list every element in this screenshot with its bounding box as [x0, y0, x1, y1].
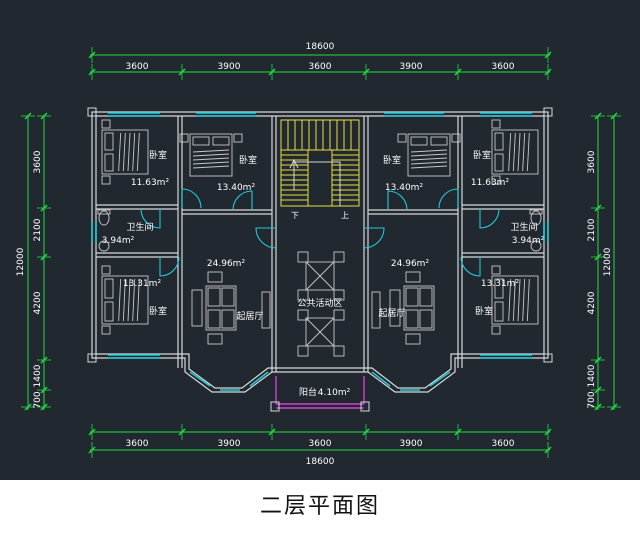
- door-entry-right: [363, 227, 385, 249]
- drawing-background: [0, 0, 640, 480]
- door-entry-left: [255, 227, 277, 249]
- room-area-bath-left: 3.94m²: [102, 236, 135, 246]
- room-name-bedroom-bl: 卧室: [149, 305, 167, 317]
- room-area-living-right: 24.96m²: [391, 259, 430, 269]
- dim-top-seg-4: 3900: [400, 62, 423, 72]
- room-area-bath-right: 3.94m²: [512, 236, 545, 246]
- dim-right-seg-1: 3600: [587, 150, 597, 173]
- bed-icon: [101, 119, 149, 185]
- room-name-bath-left: 卫生间: [126, 221, 153, 233]
- dim-right-total: 12000: [603, 247, 613, 276]
- room-name-bedroom-tm: 卧室: [239, 154, 257, 166]
- stair-arrows: [289, 158, 341, 206]
- dining-table-icon: [297, 309, 345, 357]
- dim-bottom-seg-2: 3900: [218, 439, 241, 449]
- door-bath-left: [140, 208, 161, 229]
- room-name-living-right: 起居厅: [378, 308, 405, 319]
- room-area-bedroom-tm: 13.40m²: [217, 183, 256, 193]
- toilet-icon: [529, 209, 543, 226]
- door-bed-tl: [181, 188, 202, 209]
- bed-icon: [491, 119, 539, 185]
- dimension-texts: 18600 3600 3900 3600 3900 3600 3600 3900…: [16, 42, 613, 467]
- window-bay-left-1: [189, 371, 211, 387]
- dining-table-icon: [297, 251, 345, 301]
- washbasin-icon: [98, 240, 110, 252]
- door-bath-right: [479, 208, 500, 229]
- dim-right-seg-3: 4200: [587, 291, 597, 314]
- bed-icon: [397, 133, 461, 177]
- dim-right-seg-4: 1400: [587, 364, 597, 387]
- dimension-ticks: [21, 47, 621, 458]
- dim-top-seg-2: 3900: [218, 62, 241, 72]
- dim-left-seg-1: 3600: [33, 150, 43, 173]
- door-bed-tm: [232, 190, 253, 211]
- cad-drawing: 18600 3600 3900 3600 3900 3600 3600 3900…: [0, 0, 640, 480]
- room-area-bedroom-tmr: 13.40m²: [385, 183, 424, 193]
- dim-right-seg-5: 700: [587, 391, 597, 408]
- dim-bottom-seg-1: 3600: [126, 439, 149, 449]
- door-bed-tr: [438, 188, 459, 209]
- room-area-bedroom-tr: 11.63m²: [471, 178, 510, 188]
- dim-top-total: 18600: [306, 42, 335, 52]
- washbasin-icon: [530, 240, 542, 252]
- dim-bottom-seg-3: 3600: [309, 439, 332, 449]
- tv-cabinet-icon: [261, 291, 271, 329]
- balcony-railing: [275, 376, 365, 409]
- door-bed-tmr: [387, 190, 408, 211]
- dim-left-seg-3: 4200: [33, 291, 43, 314]
- room-name-bedroom-br: 卧室: [475, 305, 493, 317]
- bed-icon: [101, 265, 149, 335]
- room-area-bedroom-tl: 11.63m²: [131, 178, 170, 188]
- room-name-bedroom-tr: 卧室: [473, 149, 491, 161]
- bed-icon: [491, 265, 539, 335]
- toilet-icon: [97, 209, 111, 226]
- room-name-bath-right: 卫生间: [510, 221, 537, 233]
- dim-bottom-seg-4: 3900: [400, 439, 423, 449]
- stair-up-label: 上: [341, 211, 349, 220]
- door-swing-icon: [140, 188, 500, 277]
- dim-right-seg-2: 2100: [587, 218, 597, 241]
- room-labels: 卧室 11.63m² 卧室 13.40m² 卧室 13.40m² 卧室 11.6…: [102, 149, 545, 398]
- room-name-bedroom-tl: 卧室: [149, 149, 167, 161]
- balcony-posts: [270, 401, 370, 412]
- dim-left-total: 12000: [16, 247, 26, 276]
- room-area-bedroom-br: 13.31m²: [481, 279, 520, 289]
- room-name-public-area: 公共活动区: [297, 297, 342, 309]
- dim-top-seg-1: 3600: [126, 62, 149, 72]
- dim-left-seg-4: 1400: [33, 364, 43, 387]
- dim-bottom-seg-5: 3600: [492, 439, 515, 449]
- dim-top-seg-5: 3600: [492, 62, 515, 72]
- tv-cabinet-icon: [371, 291, 381, 329]
- bed-icon: [179, 133, 243, 177]
- room-name-living-left: 起居厅: [236, 311, 263, 322]
- corner-posts: [87, 107, 553, 363]
- window-bay-right-1: [371, 371, 391, 387]
- sofa-set-icon: [389, 271, 435, 345]
- door-bed-br: [460, 256, 481, 277]
- drawing-caption: 二层平面图: [259, 494, 380, 519]
- room-name-balcony: 阳台: [299, 386, 317, 398]
- stair-down-label: 下: [291, 211, 299, 220]
- sofa-set-icon: [191, 271, 237, 345]
- room-area-bedroom-bl: 13.31m²: [123, 279, 162, 289]
- stair-labels: 下 上: [291, 211, 349, 220]
- dim-left-seg-5: 700: [33, 391, 43, 408]
- room-name-bedroom-tmr: 卧室: [383, 154, 401, 166]
- windows: [91, 112, 549, 391]
- room-area-living-left: 24.96m²: [207, 259, 246, 269]
- dim-left-seg-2: 2100: [33, 218, 43, 241]
- room-area-balcony: 4.10m²: [318, 388, 351, 398]
- dim-top-seg-3: 3600: [309, 62, 332, 72]
- door-bed-bl: [159, 256, 180, 277]
- dim-bottom-total: 18600: [306, 457, 335, 467]
- furniture: [97, 119, 543, 357]
